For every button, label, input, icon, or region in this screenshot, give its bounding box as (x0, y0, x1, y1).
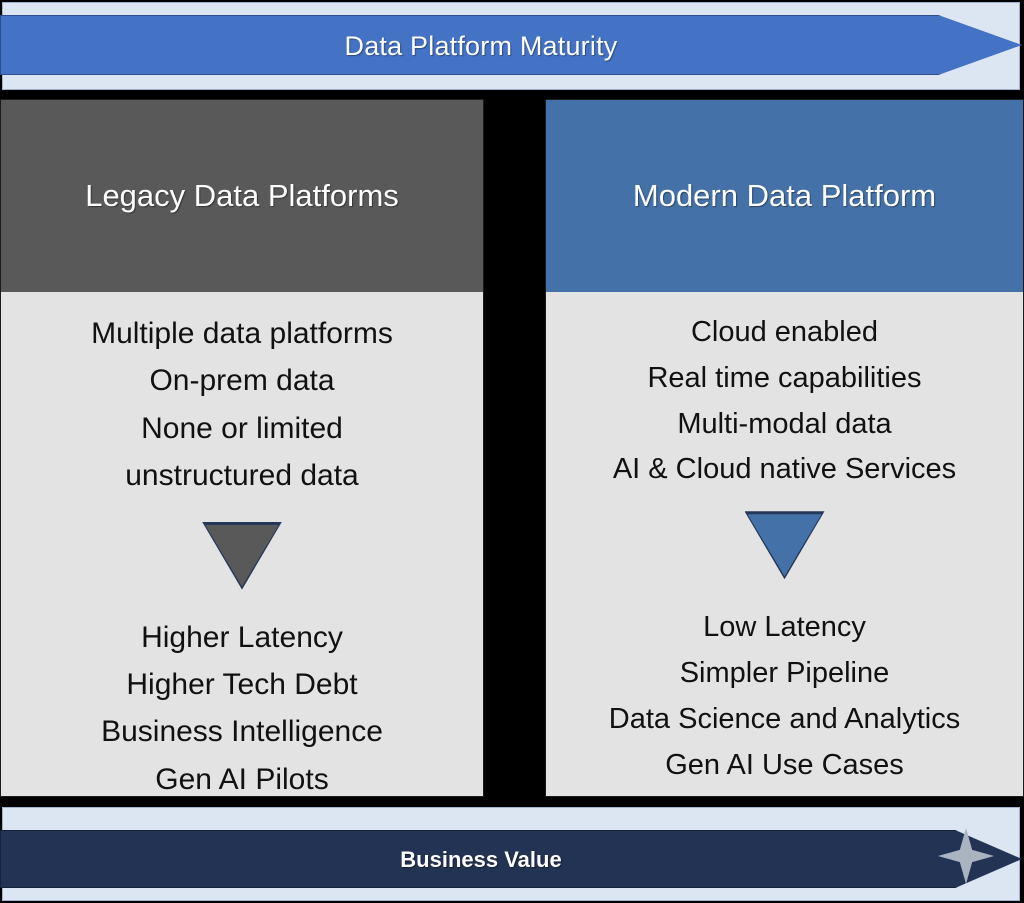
list-item: Simpler Pipeline (679, 657, 890, 690)
list-item: None or limited (141, 411, 343, 445)
modern-outcome-list: Low Latency Simpler Pipeline Data Scienc… (546, 605, 1023, 788)
top-arrow-label: Data Platform Maturity (344, 30, 618, 61)
bottom-divider-rule (0, 799, 1024, 804)
platform-comparison: Legacy Data Platforms Multiple data plat… (0, 95, 1024, 801)
list-item: Higher Latency (141, 620, 343, 654)
panel-modern-title: Modern Data Platform (546, 100, 1023, 292)
down-triangle-fill (205, 524, 279, 587)
down-triangle-icon (202, 521, 282, 590)
list-item: Multiple data platforms (91, 317, 393, 350)
legacy-outcome-list: Higher Latency Higher Tech Debt Business… (1, 614, 483, 804)
down-triangle-icon (744, 511, 825, 580)
list-item: Data Science and Analytics (608, 702, 961, 735)
panel-modern-data-platform: Modern Data Platform Cloud enabled Real … (545, 99, 1024, 797)
panel-legacy-title: Legacy Data Platforms (1, 100, 483, 292)
list-item: Cloud enabled (690, 316, 879, 348)
legacy-divider-wrap (1, 521, 483, 590)
list-item: Higher Tech Debt (126, 667, 358, 701)
data-platform-maturity-arrow: Data Platform Maturity (0, 0, 1024, 94)
list-item: On-prem data (149, 364, 335, 398)
list-item: Business Intelligence (101, 715, 383, 749)
right-arrow-icon: Business Value (0, 830, 1022, 888)
list-item: Real time capabilities (647, 361, 922, 394)
list-item: AI & Cloud native Services (612, 453, 957, 486)
panel-legacy-data-platforms: Legacy Data Platforms Multiple data plat… (0, 99, 484, 797)
list-item: Gen AI Pilots (155, 762, 329, 796)
list-item: Multi-modal data (677, 407, 892, 440)
list-item: Gen AI Use Cases (665, 748, 904, 781)
panel-legacy-body: Multiple data platforms On-prem data Non… (1, 292, 483, 803)
business-value-arrow: Business Value (0, 804, 1024, 903)
legacy-feature-list: Multiple data platforms On-prem data Non… (1, 310, 483, 500)
bottom-arrow-label: Business Value (400, 847, 562, 872)
top-divider-rule (0, 91, 1024, 95)
list-item: unstructured data (125, 459, 359, 493)
right-arrow-icon: Data Platform Maturity (0, 15, 1022, 75)
modern-feature-list: Cloud enabled Real time capabilities Mul… (546, 310, 1023, 493)
down-triangle-fill (747, 514, 822, 577)
modern-divider-wrap (546, 511, 1023, 580)
list-item: Low Latency (703, 611, 866, 644)
panel-modern-body: Cloud enabled Real time capabilities Mul… (546, 292, 1023, 796)
